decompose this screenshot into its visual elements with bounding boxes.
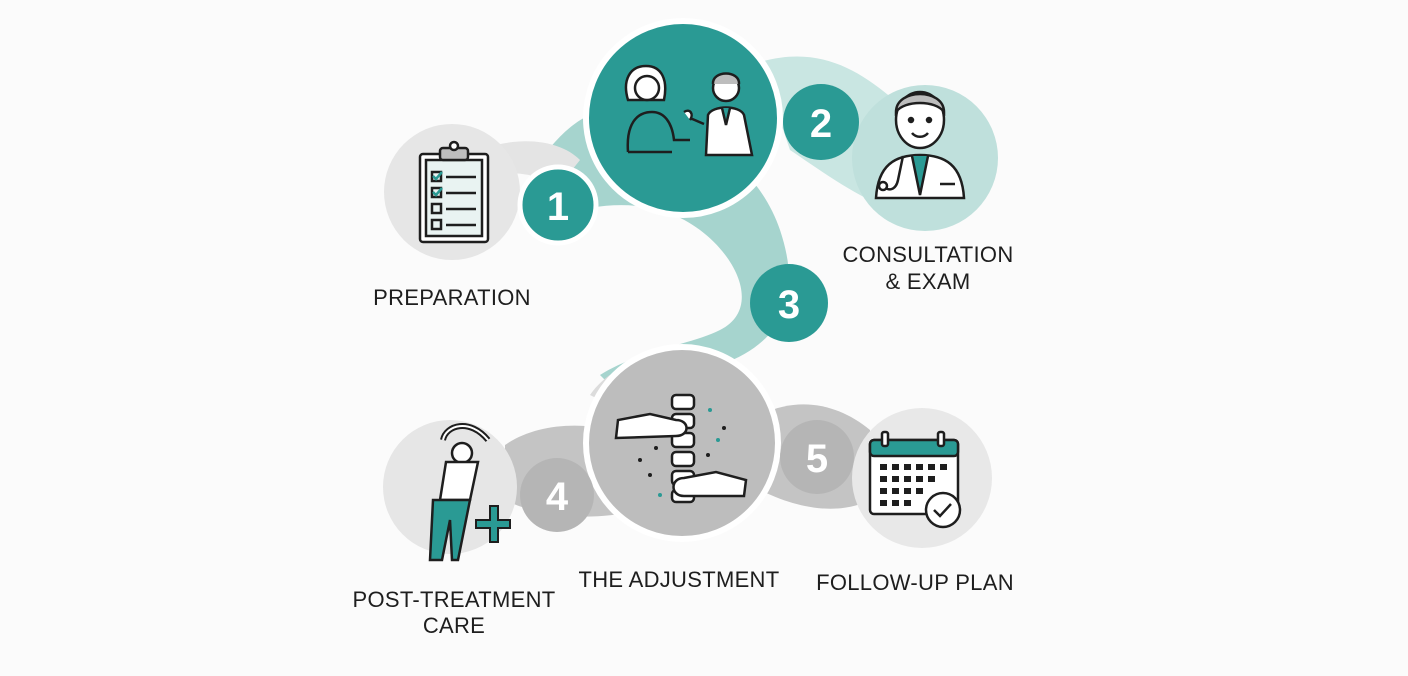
step-badge-5: 5 — [780, 420, 854, 494]
step-label-follow-up: FOLLOW-UP PLAN — [816, 570, 1014, 595]
step-label-consultation-line2: & EXAM — [886, 269, 971, 294]
step-badge-4: 4 — [520, 458, 594, 532]
step-label-post-treatment-line1: POST-TREATMENT — [352, 587, 555, 612]
calendar-check-icon — [870, 432, 960, 527]
step-label-consultation-line1: CONSULTATION — [842, 242, 1013, 267]
step-badge-2: 2 — [783, 84, 859, 160]
step-number-5: 5 — [806, 437, 828, 481]
step-number-1: 1 — [547, 185, 569, 229]
clipboard-checklist-icon — [420, 142, 488, 242]
center-label-adjustment: THE ADJUSTMENT — [579, 567, 780, 592]
step-number-3: 3 — [778, 283, 800, 327]
step-badge-3: 3 — [750, 264, 828, 342]
step-number-4: 4 — [546, 475, 569, 519]
circle-consultation-center — [586, 21, 780, 215]
step-badge-1: 1 — [520, 167, 596, 243]
step-number-2: 2 — [810, 102, 832, 146]
step-label-post-treatment-line2: CARE — [423, 613, 485, 638]
step-label-preparation: PREPARATION — [373, 285, 531, 310]
